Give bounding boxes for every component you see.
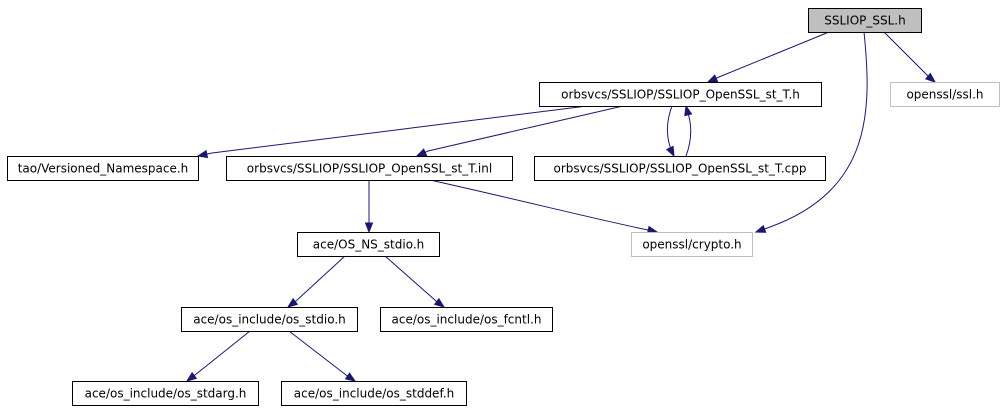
node-box: [297, 232, 440, 257]
edge-line: [764, 31, 868, 230]
node-box: [226, 156, 513, 181]
node-label: orbsvcs/SSLIOP/SSLIOP_OpenSSL_st_T.h: [561, 88, 800, 102]
node-label: ace/os_include/os_stddef.h: [294, 387, 454, 401]
node-openssl-st-t-cpp[interactable]: orbsvcs/SSLIOP/SSLIOP_OpenSSL_st_T.cpp: [534, 156, 826, 181]
edge-line: [667, 105, 673, 153]
arrowhead-icon: [433, 297, 446, 308]
edge-openssl_st_t_cpp-to-openssl_st_t_h: [684, 104, 693, 157]
node-os-stddef[interactable]: ace/os_include/os_stddef.h: [281, 381, 467, 406]
edge-line: [193, 330, 251, 376]
node-label: tao/Versioned_Namespace.h: [18, 162, 189, 176]
edge-os_stdio-to-os_stdarg: [185, 330, 251, 382]
nodes-layer: SSLIOP_SSL.h orbsvcs/SSLIOP/SSLIOP_OpenSS…: [7, 8, 1000, 406]
node-label: SSLIOP_SSL.h: [824, 14, 905, 28]
node-ssliop-ssl: SSLIOP_SSL.h: [808, 8, 922, 33]
node-label: orbsvcs/SSLIOP/SSLIOP_OpenSSL_st_T.inl: [247, 162, 492, 176]
node-label: ace/OS_NS_stdio.h: [313, 238, 425, 252]
edge-openssl_st_t_inl-to-os_ns_stdio: [364, 180, 374, 234]
arrowhead-icon: [684, 104, 693, 117]
node-label: openssl/crypto.h: [642, 238, 741, 252]
node-openssl-st-t-h[interactable]: orbsvcs/SSLIOP/SSLIOP_OpenSSL_st_T.h: [539, 82, 822, 107]
edge-line: [715, 31, 830, 79]
node-os-stdio[interactable]: ace/os_include/os_stdio.h: [181, 307, 358, 332]
edge-ssliop_ssl-to-openssl_st_t_h: [706, 31, 830, 83]
edge-openssl_st_t_h-to-versioned_ns: [196, 105, 588, 159]
edge-openssl_st_t_h-to-openssl_st_t_cpp: [665, 105, 675, 158]
node-openssl-crypto: openssl/crypto.h: [631, 232, 753, 257]
edges-layer: [185, 31, 937, 382]
edge-line: [384, 255, 438, 302]
node-box: [539, 82, 822, 107]
edge-os_stdio-to-os_stddef: [288, 330, 357, 382]
node-box: [534, 156, 826, 181]
arrowhead-icon: [185, 371, 198, 382]
node-versioned-ns[interactable]: tao/Versioned_Namespace.h: [7, 156, 199, 181]
node-box: [631, 232, 753, 257]
arrowhead-icon: [924, 72, 937, 83]
arrowhead-icon: [196, 149, 209, 159]
edge-os_ns_stdio-to-os_stdio: [286, 255, 346, 308]
edge-ssliop_ssl-to-openssl_crypto: [754, 31, 868, 233]
edge-openssl_st_t_h-to-openssl_st_t_inl: [415, 105, 624, 157]
node-label: openssl/ssl.h: [906, 88, 983, 102]
node-box: [380, 307, 553, 332]
edge-line: [206, 105, 588, 155]
node-openssl-st-t-inl[interactable]: orbsvcs/SSLIOP/SSLIOP_OpenSSL_st_T.inl: [226, 156, 513, 181]
edge-line: [685, 109, 692, 157]
node-os-ns-stdio[interactable]: ace/OS_NS_stdio.h: [297, 232, 440, 257]
arrowhead-icon: [706, 74, 719, 83]
node-label: orbsvcs/SSLIOP/SSLIOP_OpenSSL_st_T.cpp: [554, 162, 807, 176]
node-box: [181, 307, 358, 332]
node-label: ace/os_include/os_stdarg.h: [85, 387, 247, 401]
arrowhead-icon: [754, 224, 767, 233]
node-box: [808, 8, 922, 33]
edge-os_ns_stdio-to-os_fcntl: [384, 255, 446, 308]
edge-line: [424, 105, 624, 153]
node-label: ace/os_include/os_fcntl.h: [392, 313, 542, 327]
arrowhead-icon: [665, 145, 675, 158]
arrowhead-icon: [344, 372, 357, 382]
arrowhead-icon: [364, 222, 374, 234]
node-label: ace/os_include/os_stdio.h: [193, 313, 346, 327]
edge-line: [288, 330, 348, 377]
node-openssl-ssl: openssl/ssl.h: [890, 82, 1000, 107]
edge-ssliop_ssl-to-openssl_ssl: [883, 31, 937, 83]
edge-openssl_st_t_inl-to-openssl_crypto: [429, 179, 659, 235]
edge-line: [883, 31, 930, 78]
node-box: [281, 381, 467, 406]
edge-line: [429, 179, 649, 231]
node-os-stdarg[interactable]: ace/os_include/os_stdarg.h: [72, 381, 259, 406]
node-os-fcntl[interactable]: ace/os_include/os_fcntl.h: [380, 307, 553, 332]
edge-line: [294, 255, 346, 302]
arrowhead-icon: [286, 297, 299, 308]
node-box: [72, 381, 259, 406]
node-box: [7, 156, 199, 181]
arrowhead-icon: [415, 148, 428, 157]
node-box: [890, 82, 1000, 107]
